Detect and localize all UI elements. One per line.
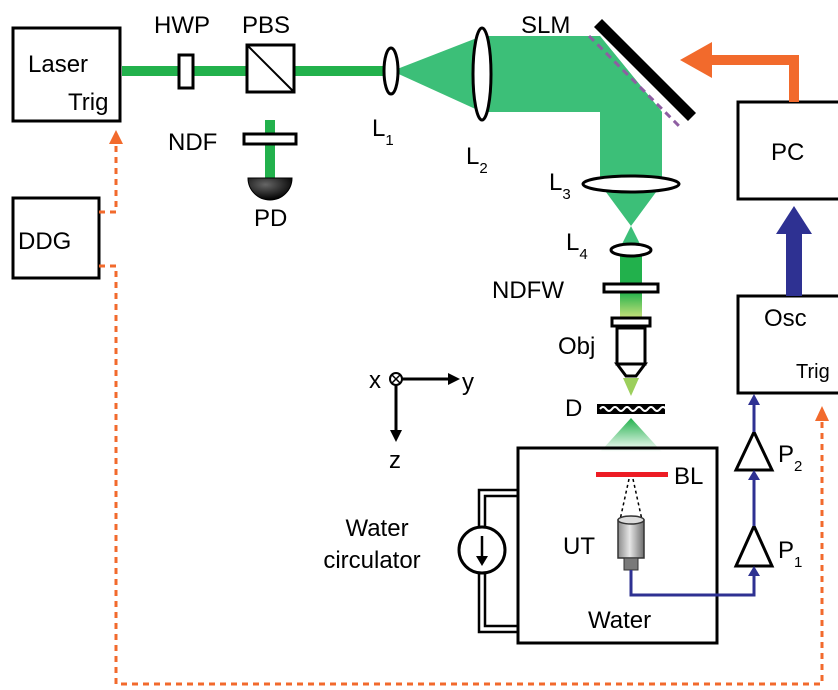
laser-label: Laser xyxy=(28,51,88,78)
d-label: D xyxy=(565,395,582,422)
pd-beam xyxy=(265,120,275,180)
p1-input-arrowhead xyxy=(748,566,760,576)
ut-label: UT xyxy=(563,533,595,560)
illumination-cone xyxy=(600,418,662,452)
laser-trigger-arrowhead xyxy=(109,130,123,144)
p1-label: P1 xyxy=(778,537,802,571)
pc-label: PC xyxy=(771,139,804,166)
l2-label: L2 xyxy=(466,143,488,177)
neutral-density-filter-wheel xyxy=(602,282,660,294)
pd-label: PD xyxy=(254,205,287,232)
axis-y-label: y xyxy=(462,369,474,396)
acoustic-focus-line-left xyxy=(619,478,630,521)
bl-label: BL xyxy=(674,463,703,490)
ndf-label: NDF xyxy=(168,129,217,156)
p2-label: P2 xyxy=(778,441,802,475)
pc-to-slm-arrow xyxy=(680,42,799,102)
objective-lens xyxy=(610,316,652,378)
osc-trigger-arrowhead xyxy=(815,406,829,421)
p2-input-arrowhead xyxy=(748,470,760,480)
axis-z-label: z xyxy=(389,447,401,474)
osc-to-pc-arrow xyxy=(776,206,812,296)
laser-trig-label: Trig xyxy=(68,89,108,116)
circulator-label-line1: Water xyxy=(345,515,408,542)
beam-to-objective xyxy=(620,292,642,318)
half-wave-plate xyxy=(177,53,195,90)
trigger-lines xyxy=(99,140,824,686)
coordinate-axes xyxy=(389,372,460,442)
ddg-to-laser-trigger xyxy=(99,140,118,214)
polarizing-beam-splitter xyxy=(245,43,296,94)
ddg-to-osc-trigger xyxy=(99,264,824,686)
oscilloscope-box xyxy=(736,294,838,395)
objective-focus xyxy=(623,378,639,396)
neutral-density-filter xyxy=(242,132,298,146)
ut-to-p1-line xyxy=(629,570,756,597)
amplifier-p1 xyxy=(733,522,775,568)
l1-label: L1 xyxy=(372,115,394,149)
osc-label: Osc xyxy=(764,305,807,332)
l4-label: L4 xyxy=(566,229,588,263)
diffuser xyxy=(597,404,667,414)
hwp-label: HWP xyxy=(154,12,210,39)
circulator-label-line2: circulator xyxy=(323,547,420,574)
water-circulator xyxy=(457,488,518,634)
photodiode xyxy=(247,177,293,201)
lens-l4 xyxy=(609,242,653,258)
amplifier-p2 xyxy=(733,428,775,472)
lens-l1 xyxy=(382,46,400,96)
l3-label: L3 xyxy=(549,169,571,203)
ddg-box xyxy=(11,196,101,280)
osc-input-arrowhead xyxy=(748,394,760,405)
slm-label: SLM xyxy=(521,12,570,39)
axis-x-label: x xyxy=(369,367,381,394)
water-label: Water xyxy=(588,607,651,634)
lens-l3 xyxy=(581,174,681,194)
pc-box xyxy=(736,100,838,201)
reflected-beam xyxy=(600,36,662,184)
pbs-label: PBS xyxy=(242,12,290,39)
expanding-beam xyxy=(392,36,482,112)
acoustic-focus-line-right xyxy=(632,478,643,521)
obj-label: Obj xyxy=(558,333,595,360)
ndfw-label: NDFW xyxy=(492,277,564,304)
lens-l2 xyxy=(471,26,493,122)
laser-box: Laser Trig xyxy=(11,26,122,123)
backing-layer xyxy=(596,472,668,477)
spatial-light-modulator xyxy=(587,19,696,128)
ultrasound-transducer xyxy=(617,515,645,571)
osc-trig-label: Trig xyxy=(796,361,830,383)
water-tank xyxy=(516,446,719,645)
ddg-label: DDG xyxy=(18,228,71,255)
beam-to-ndfw xyxy=(620,253,642,287)
focusing-beam xyxy=(600,184,662,226)
signal-lines xyxy=(629,404,756,597)
